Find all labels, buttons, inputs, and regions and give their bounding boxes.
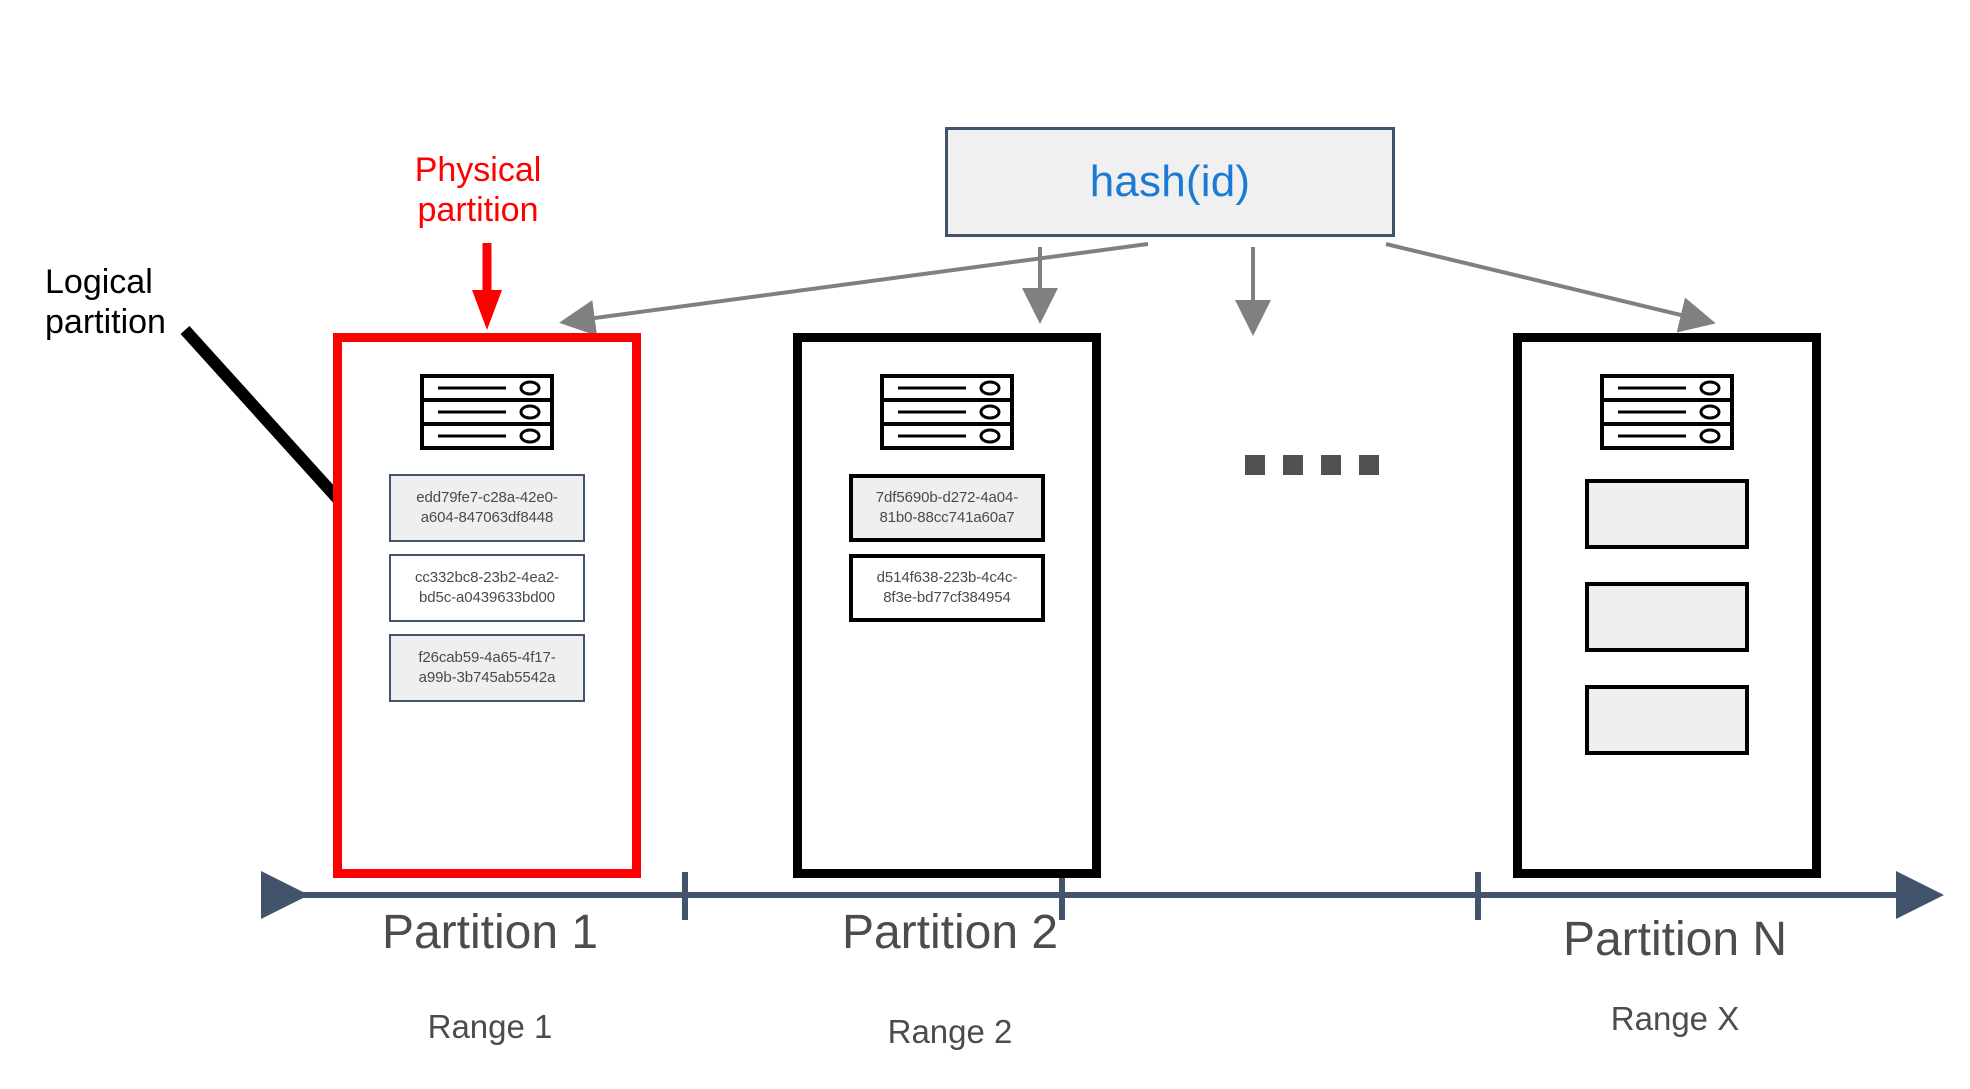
partition-2-title: Partition 2 (841, 906, 1059, 959)
range-2-label: Range 2 (887, 1013, 1013, 1050)
ellipsis-dots (1245, 455, 1379, 475)
physical-partition-annotation: Physical partition (398, 150, 558, 230)
range-1-label: Range 1 (427, 1008, 553, 1045)
server-rack-icon (1600, 374, 1734, 450)
physical-partition-line-1: Physical (414, 151, 542, 189)
record-box[interactable] (1585, 582, 1749, 652)
partition-1-title: Partition 1 (381, 906, 599, 959)
physical-partition-pointer-arrow (472, 243, 502, 330)
record-guid-text: edd79fe7-c28a-42e0- a604-847063df8448 (416, 488, 558, 526)
arrow-hash-to-partition-n (1385, 242, 1716, 333)
ellipsis-dot (1359, 455, 1379, 475)
hash-function-box: hash(id) (945, 127, 1395, 237)
record-box[interactable] (1585, 685, 1749, 755)
arrow-hash-to-partition-1 (559, 242, 1149, 336)
record-guid-text: cc332bc8-23b2-4ea2- bd5c-a0439633bd00 (414, 568, 560, 606)
range-x-label: Range X (1610, 1000, 1740, 1037)
record-box[interactable]: cc332bc8-23b2-4ea2- bd5c-a0439633bd00 (389, 554, 585, 622)
record-box[interactable] (1585, 479, 1749, 549)
logical-partition-line-2: partition (45, 303, 166, 342)
server-rack-icon (880, 374, 1014, 450)
record-guid-text: f26cab59-4a65-4f17- a99b-3b745ab5542a (418, 648, 556, 686)
server-rack-icon (420, 374, 554, 450)
record-guid-text: 7df5690b-d272-4a04- 81b0-88cc741a60a7 (875, 488, 1019, 526)
partition-1-container[interactable]: edd79fe7-c28a-42e0- a604-847063df8448 cc… (333, 333, 641, 878)
ellipsis-dot (1321, 455, 1341, 475)
partition-2-container[interactable]: 7df5690b-d272-4a04- 81b0-88cc741a60a7 d5… (793, 333, 1101, 878)
partition-n-title: Partition N (1562, 913, 1788, 966)
record-box[interactable]: 7df5690b-d272-4a04- 81b0-88cc741a60a7 (849, 474, 1045, 542)
ellipsis-dot (1283, 455, 1303, 475)
partition-n-container[interactable] (1513, 333, 1821, 878)
logical-partition-annotation: Logical partition (45, 262, 166, 342)
logical-partition-line-1: Logical (45, 263, 153, 301)
hash-function-label: hash(id) (1089, 157, 1251, 206)
record-guid-text: d514f638-223b-4c4c- 8f3e-bd77cf384954 (876, 568, 1018, 606)
record-box[interactable]: d514f638-223b-4c4c- 8f3e-bd77cf384954 (849, 554, 1045, 622)
record-box[interactable]: f26cab59-4a65-4f17- a99b-3b745ab5542a (389, 634, 585, 702)
physical-partition-line-2: partition (417, 191, 539, 230)
record-box[interactable]: edd79fe7-c28a-42e0- a604-847063df8448 (389, 474, 585, 542)
ellipsis-dot (1245, 455, 1265, 475)
